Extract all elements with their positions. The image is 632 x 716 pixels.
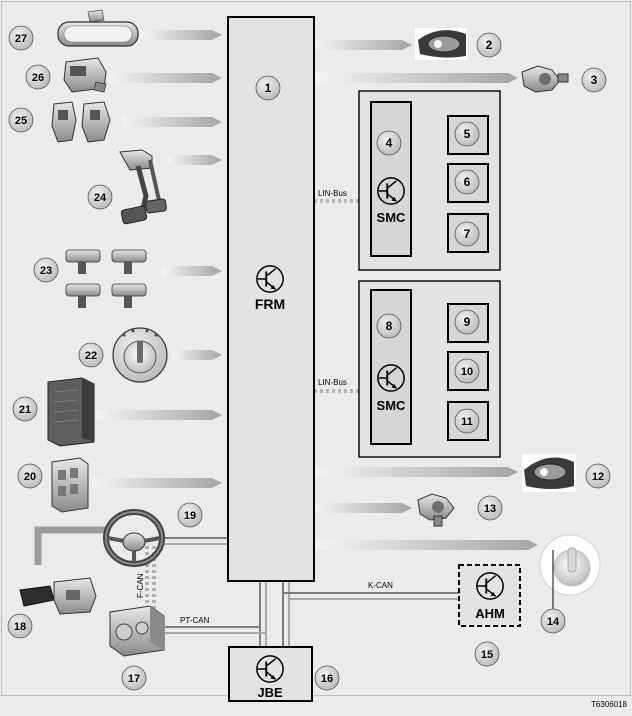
frm-module (227, 16, 315, 582)
callout-3: 3 (581, 67, 607, 93)
callout-23: 23 (33, 257, 59, 283)
callout-25: 25 (8, 107, 34, 133)
callout-1: 1 (255, 75, 281, 101)
switch-knob-icon (539, 534, 601, 610)
k-can-label: K-CAN (368, 581, 393, 590)
steering-column-switch-icon (19, 577, 97, 615)
callout-label: 1 (265, 81, 272, 95)
callout-2: 2 (476, 32, 502, 58)
callout-label: 26 (32, 72, 44, 84)
callout-5: 5 (454, 121, 480, 147)
callout-label: 8 (386, 319, 393, 333)
callout-label: 6 (464, 175, 471, 189)
door-contact-switch-icon (51, 101, 111, 143)
callout-10: 10 (454, 358, 480, 384)
relay-module-icon (51, 457, 89, 513)
callout-label: 19 (184, 510, 196, 522)
jbe-label: JBE (257, 685, 283, 700)
callout-20: 20 (17, 463, 43, 489)
callout-26: 26 (25, 64, 51, 90)
control-unit-icon (47, 377, 95, 447)
ahm-module (458, 564, 521, 627)
lin-bus-label-upper: LIN-Bus (318, 189, 347, 198)
callout-8: 8 (376, 313, 402, 339)
callout-label: 13 (484, 503, 496, 515)
callout-label: 7 (464, 227, 471, 241)
callout-24: 24 (87, 184, 113, 210)
callout-18: 18 (7, 613, 33, 639)
callout-label: 3 (591, 73, 598, 87)
callout-6: 6 (454, 169, 480, 195)
headlight-icon (415, 28, 467, 60)
light-switch-icon (112, 327, 168, 383)
callout-17: 17 (121, 665, 147, 691)
smc-module-upper (370, 101, 412, 257)
rear-view-mirror-icon (57, 9, 139, 47)
callout-label: 2 (486, 38, 493, 52)
callout-12: 12 (585, 463, 611, 489)
callout-label: 25 (15, 115, 27, 127)
callout-13: 13 (477, 495, 503, 521)
lamp-unit-lower-icon (417, 493, 455, 527)
smc-upper-label: SMC (377, 210, 407, 225)
rain-light-sensor-icon (63, 57, 107, 93)
callout-label: 14 (547, 616, 560, 628)
ahm-label: AHM (475, 606, 505, 621)
steering-wheel-icon (103, 509, 165, 567)
figure-id: T6306018 (591, 700, 628, 709)
callout-label: 24 (94, 192, 107, 204)
smc-lower-label: SMC (377, 398, 407, 413)
callout-27: 27 (8, 25, 34, 51)
callout-11: 11 (454, 408, 480, 434)
callout-21: 21 (12, 396, 38, 422)
callout-label: 5 (464, 127, 471, 141)
callout-label: 10 (461, 366, 473, 378)
callout-label: 18 (14, 621, 26, 633)
callout-label: 23 (40, 265, 52, 277)
level-sensor-cluster-icon (65, 249, 147, 308)
callout-7: 7 (454, 221, 480, 247)
callout-label: 27 (15, 33, 27, 45)
callout-label: 21 (19, 404, 31, 416)
callout-label: 20 (24, 471, 36, 483)
callout-label: 9 (464, 315, 471, 329)
pt-can-label: PT-CAN (180, 616, 210, 625)
callout-4: 4 (376, 130, 402, 156)
callout-label: 4 (386, 136, 393, 150)
smc-module-lower (370, 289, 412, 445)
callout-19: 19 (177, 502, 203, 528)
callout-label: 15 (481, 649, 493, 661)
callout-9: 9 (454, 309, 480, 335)
callout-label: 16 (321, 673, 333, 685)
callout-label: 11 (461, 416, 473, 428)
lamp-unit-icon (521, 65, 569, 93)
dsc-unit-icon (109, 605, 165, 657)
bus-lines (34, 199, 459, 647)
lin-bus-label-lower: LIN-Bus (318, 378, 347, 387)
diagram-frame (1, 1, 631, 696)
pedal-assembly-icon (119, 149, 167, 225)
callout-label: 22 (85, 350, 97, 362)
f-can-label: F-CAN (136, 573, 145, 598)
callout-16: 16 (314, 665, 340, 691)
headlight-right-icon (522, 454, 576, 492)
callout-label: 12 (592, 471, 604, 483)
callout-14: 14 (540, 608, 566, 634)
frm-label: FRM (255, 296, 285, 312)
callout-label: 17 (128, 673, 140, 685)
callout-15: 15 (474, 641, 500, 667)
callout-22: 22 (78, 342, 104, 368)
